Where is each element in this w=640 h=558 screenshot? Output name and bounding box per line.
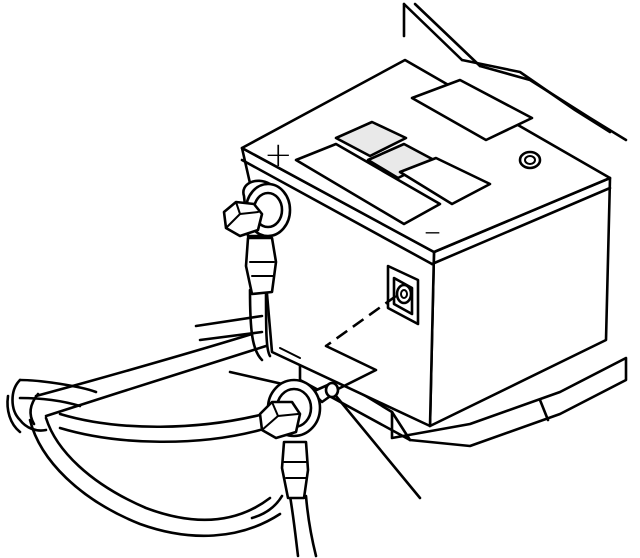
- positive-cable: [18, 288, 272, 418]
- charge-indicator-eye: [518, 150, 542, 170]
- positive-terminal-mark: +: [264, 135, 293, 175]
- negative-terminal-mark: –: [424, 211, 441, 251]
- top-raised-block-right: [398, 156, 492, 206]
- body-panel: [402, 2, 628, 142]
- negative-terminal-clamp: [258, 378, 340, 500]
- top-raised-block: [294, 142, 442, 226]
- cable-loop: [6, 378, 282, 538]
- positive-terminal-clamp: [222, 179, 292, 296]
- vent-cap-left: [334, 120, 408, 158]
- negative-cable: [250, 494, 318, 558]
- top-label-panel: [410, 78, 534, 142]
- battery-tray: [298, 354, 628, 448]
- side-terminal: [386, 264, 420, 326]
- alignment-leaders: [279, 294, 397, 392]
- battery-top-details: + –: [264, 78, 542, 251]
